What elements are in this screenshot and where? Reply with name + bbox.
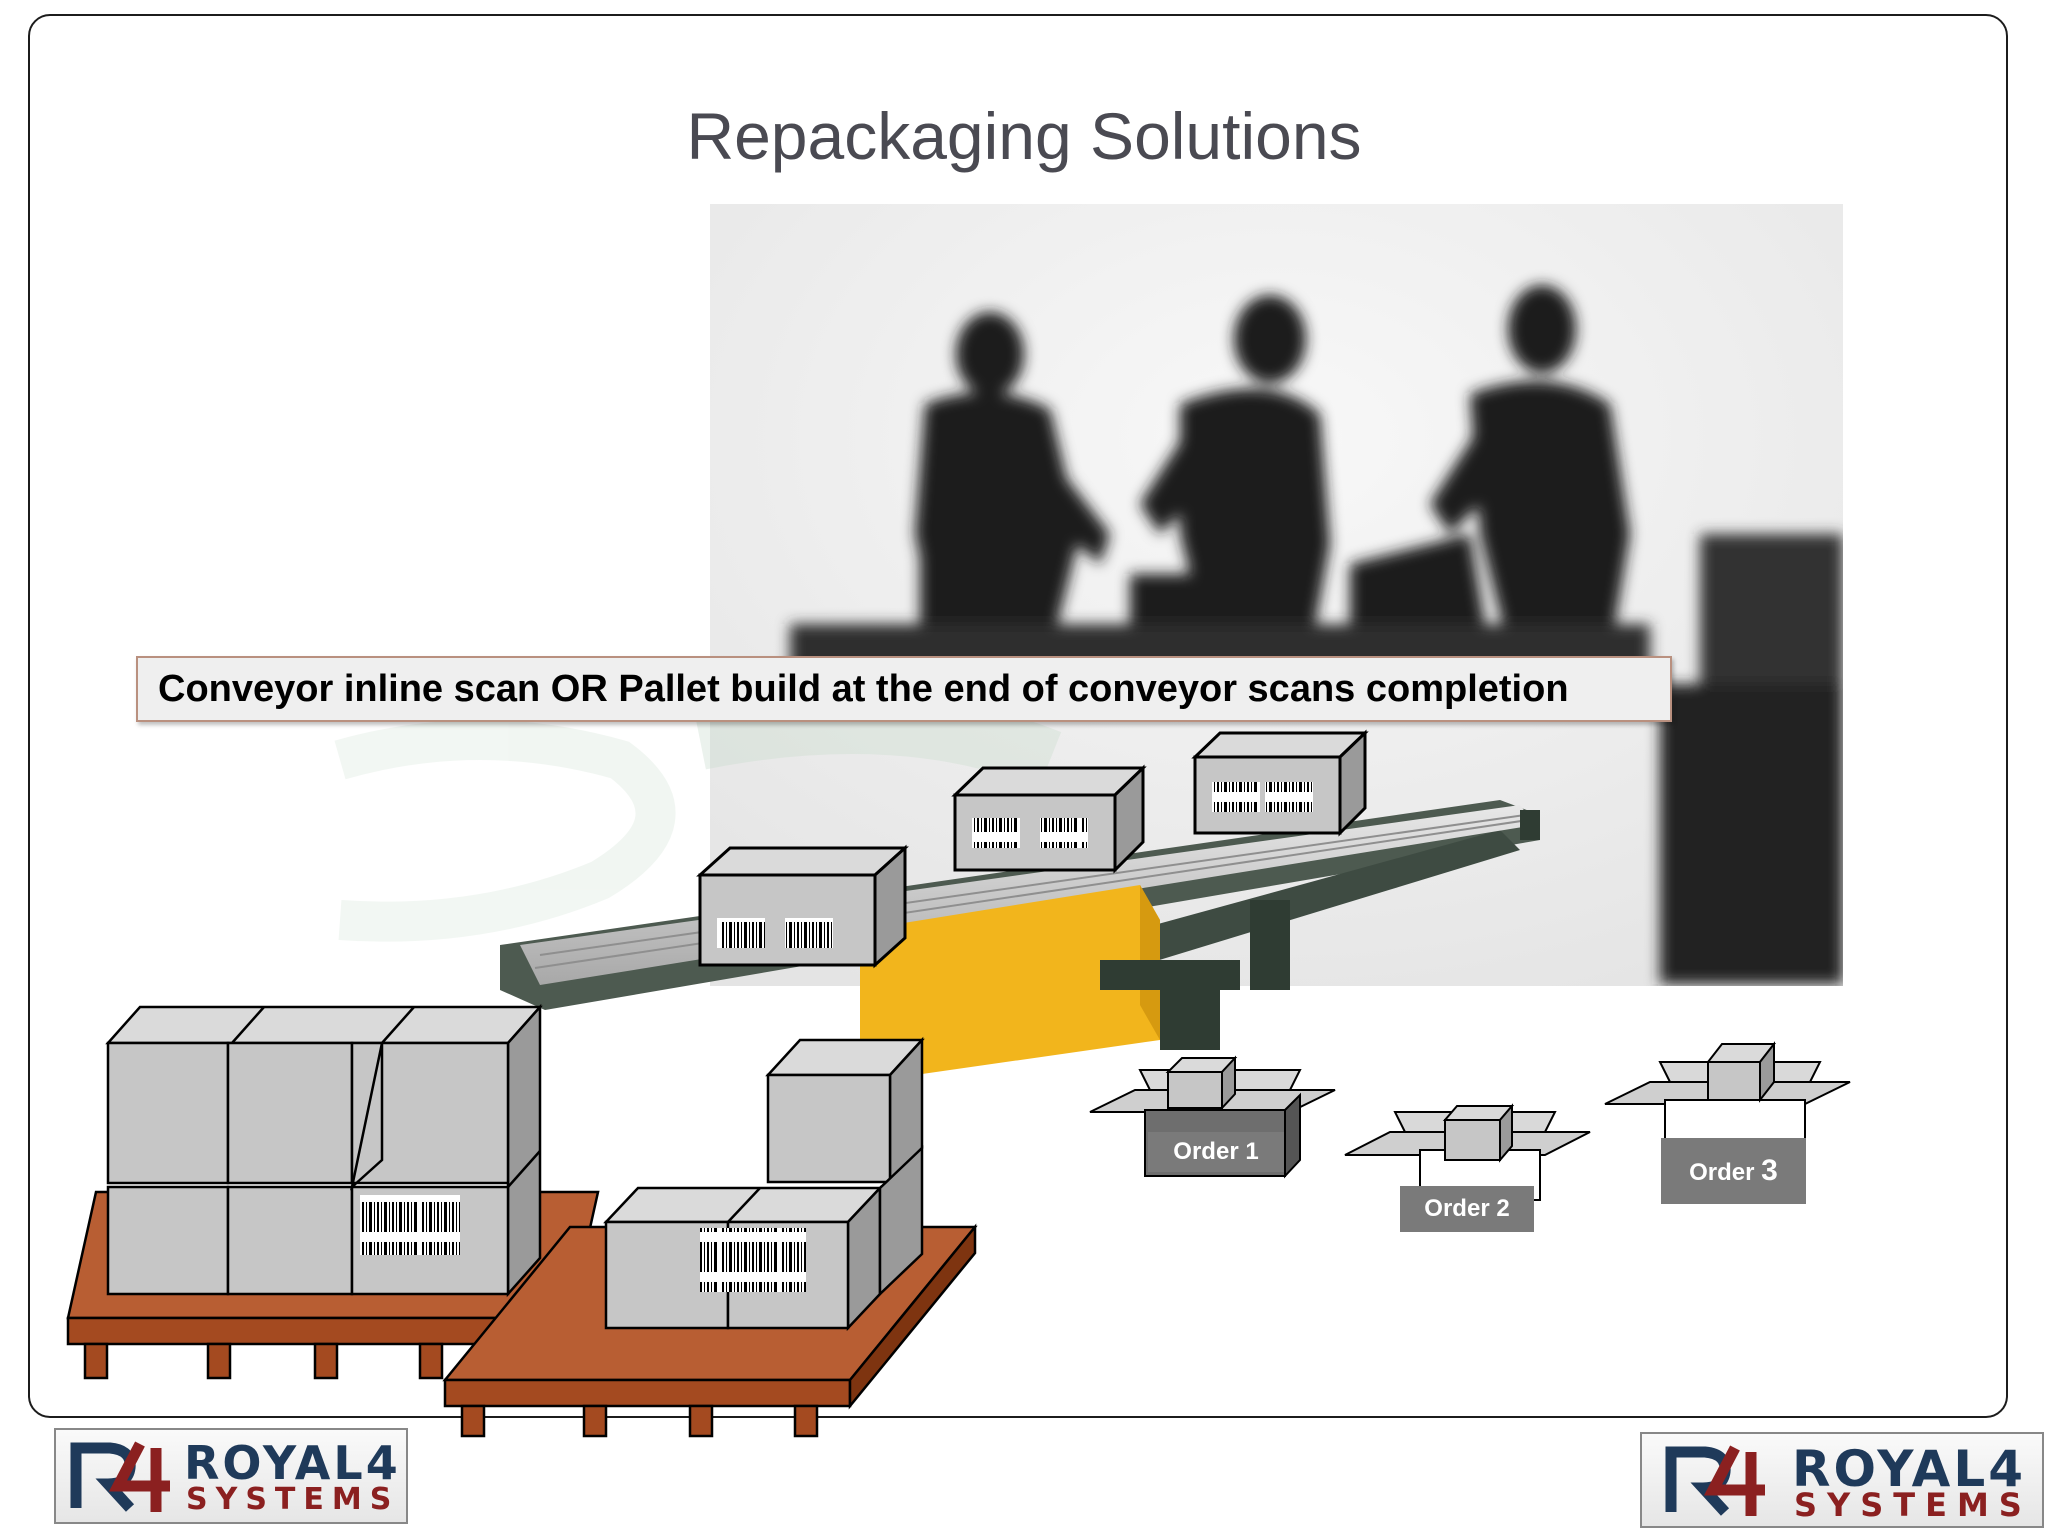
order-2-label: Order 2 (1400, 1186, 1534, 1232)
order-2-number: 2 (1496, 1195, 1510, 1222)
order-1-number: 1 (1245, 1138, 1259, 1165)
r4-mark-icon (1665, 1445, 1765, 1516)
r4-mark-icon (70, 1441, 170, 1512)
royal4-logo-right: ROYAL4 SYSTEMS (1640, 1432, 2044, 1528)
logo-right-line1: ROYAL4 (1792, 1440, 2026, 1498)
order-3-label: Order 3 (1661, 1138, 1806, 1204)
order-3-prefix: Order (1689, 1159, 1755, 1186)
logo-left-line2: SYSTEMS (186, 1482, 400, 1517)
royal4-logo-left: ROYAL4 SYSTEMS (54, 1428, 408, 1524)
slide-frame (28, 14, 2008, 1418)
order-1-prefix: Order (1173, 1138, 1239, 1165)
order-1-label: Order 1 (1148, 1132, 1284, 1172)
slide-title: Repackaging Solutions (686, 99, 1362, 173)
logo-right-line2: SYSTEMS (1794, 1486, 2032, 1524)
callout-banner: Conveyor inline scan OR Pallet build at … (136, 656, 1672, 722)
order-2-prefix: Order (1424, 1195, 1490, 1222)
order-3-number: 3 (1761, 1154, 1778, 1187)
logo-left-line1: ROYAL4 (184, 1436, 401, 1490)
